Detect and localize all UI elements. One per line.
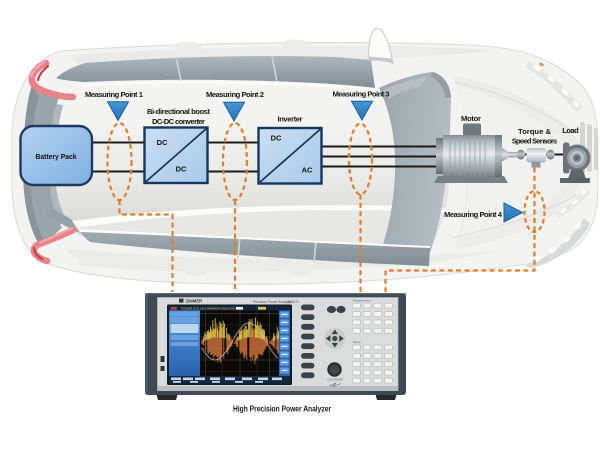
svg-text:Setup: Setup (353, 340, 361, 344)
svg-text:Battery Pack: Battery Pack (36, 152, 78, 161)
svg-text:Precision Power Analyzer: Precision Power Analyzer (253, 300, 292, 304)
svg-text:DC: DC (157, 138, 168, 147)
svg-text:Measurement: Measurement (353, 299, 371, 303)
svg-text:Measuring Point 1: Measuring Point 1 (85, 90, 144, 99)
svg-text:Load: Load (562, 126, 579, 135)
svg-text:Inverter: Inverter (278, 115, 303, 124)
svg-text:Torque &: Torque & (518, 127, 552, 136)
svg-text:Bi-directional boost: Bi-directional boost (147, 107, 210, 116)
svg-text:Motor: Motor (461, 114, 481, 123)
svg-text:Measuring Point 4: Measuring Point 4 (444, 210, 503, 219)
svg-text:DC-DC converter: DC-DC converter (152, 117, 205, 126)
svg-text:Measuring Point 3: Measuring Point 3 (333, 89, 390, 98)
svg-text:AC: AC (302, 166, 313, 175)
svg-text:Speed Sensors: Speed Sensors (512, 137, 558, 146)
svg-text:Measuring Point 2: Measuring Point 2 (206, 90, 264, 99)
svg-text:DC: DC (271, 134, 282, 143)
svg-text:High Precision Power Analyzer: High Precision Power Analyzer (233, 405, 331, 414)
svg-text:POWER CH1 CH2 HARMON ANALYS: POWER CH1 CH2 HARMON ANALYSIS TEST (181, 307, 244, 311)
svg-text:LMG671: LMG671 (286, 300, 299, 304)
svg-text:A.B.ZIMMER: A.B.ZIMMER (327, 378, 343, 382)
svg-text:DC: DC (176, 165, 187, 174)
svg-text:ZIMMER: ZIMMER (186, 299, 203, 304)
